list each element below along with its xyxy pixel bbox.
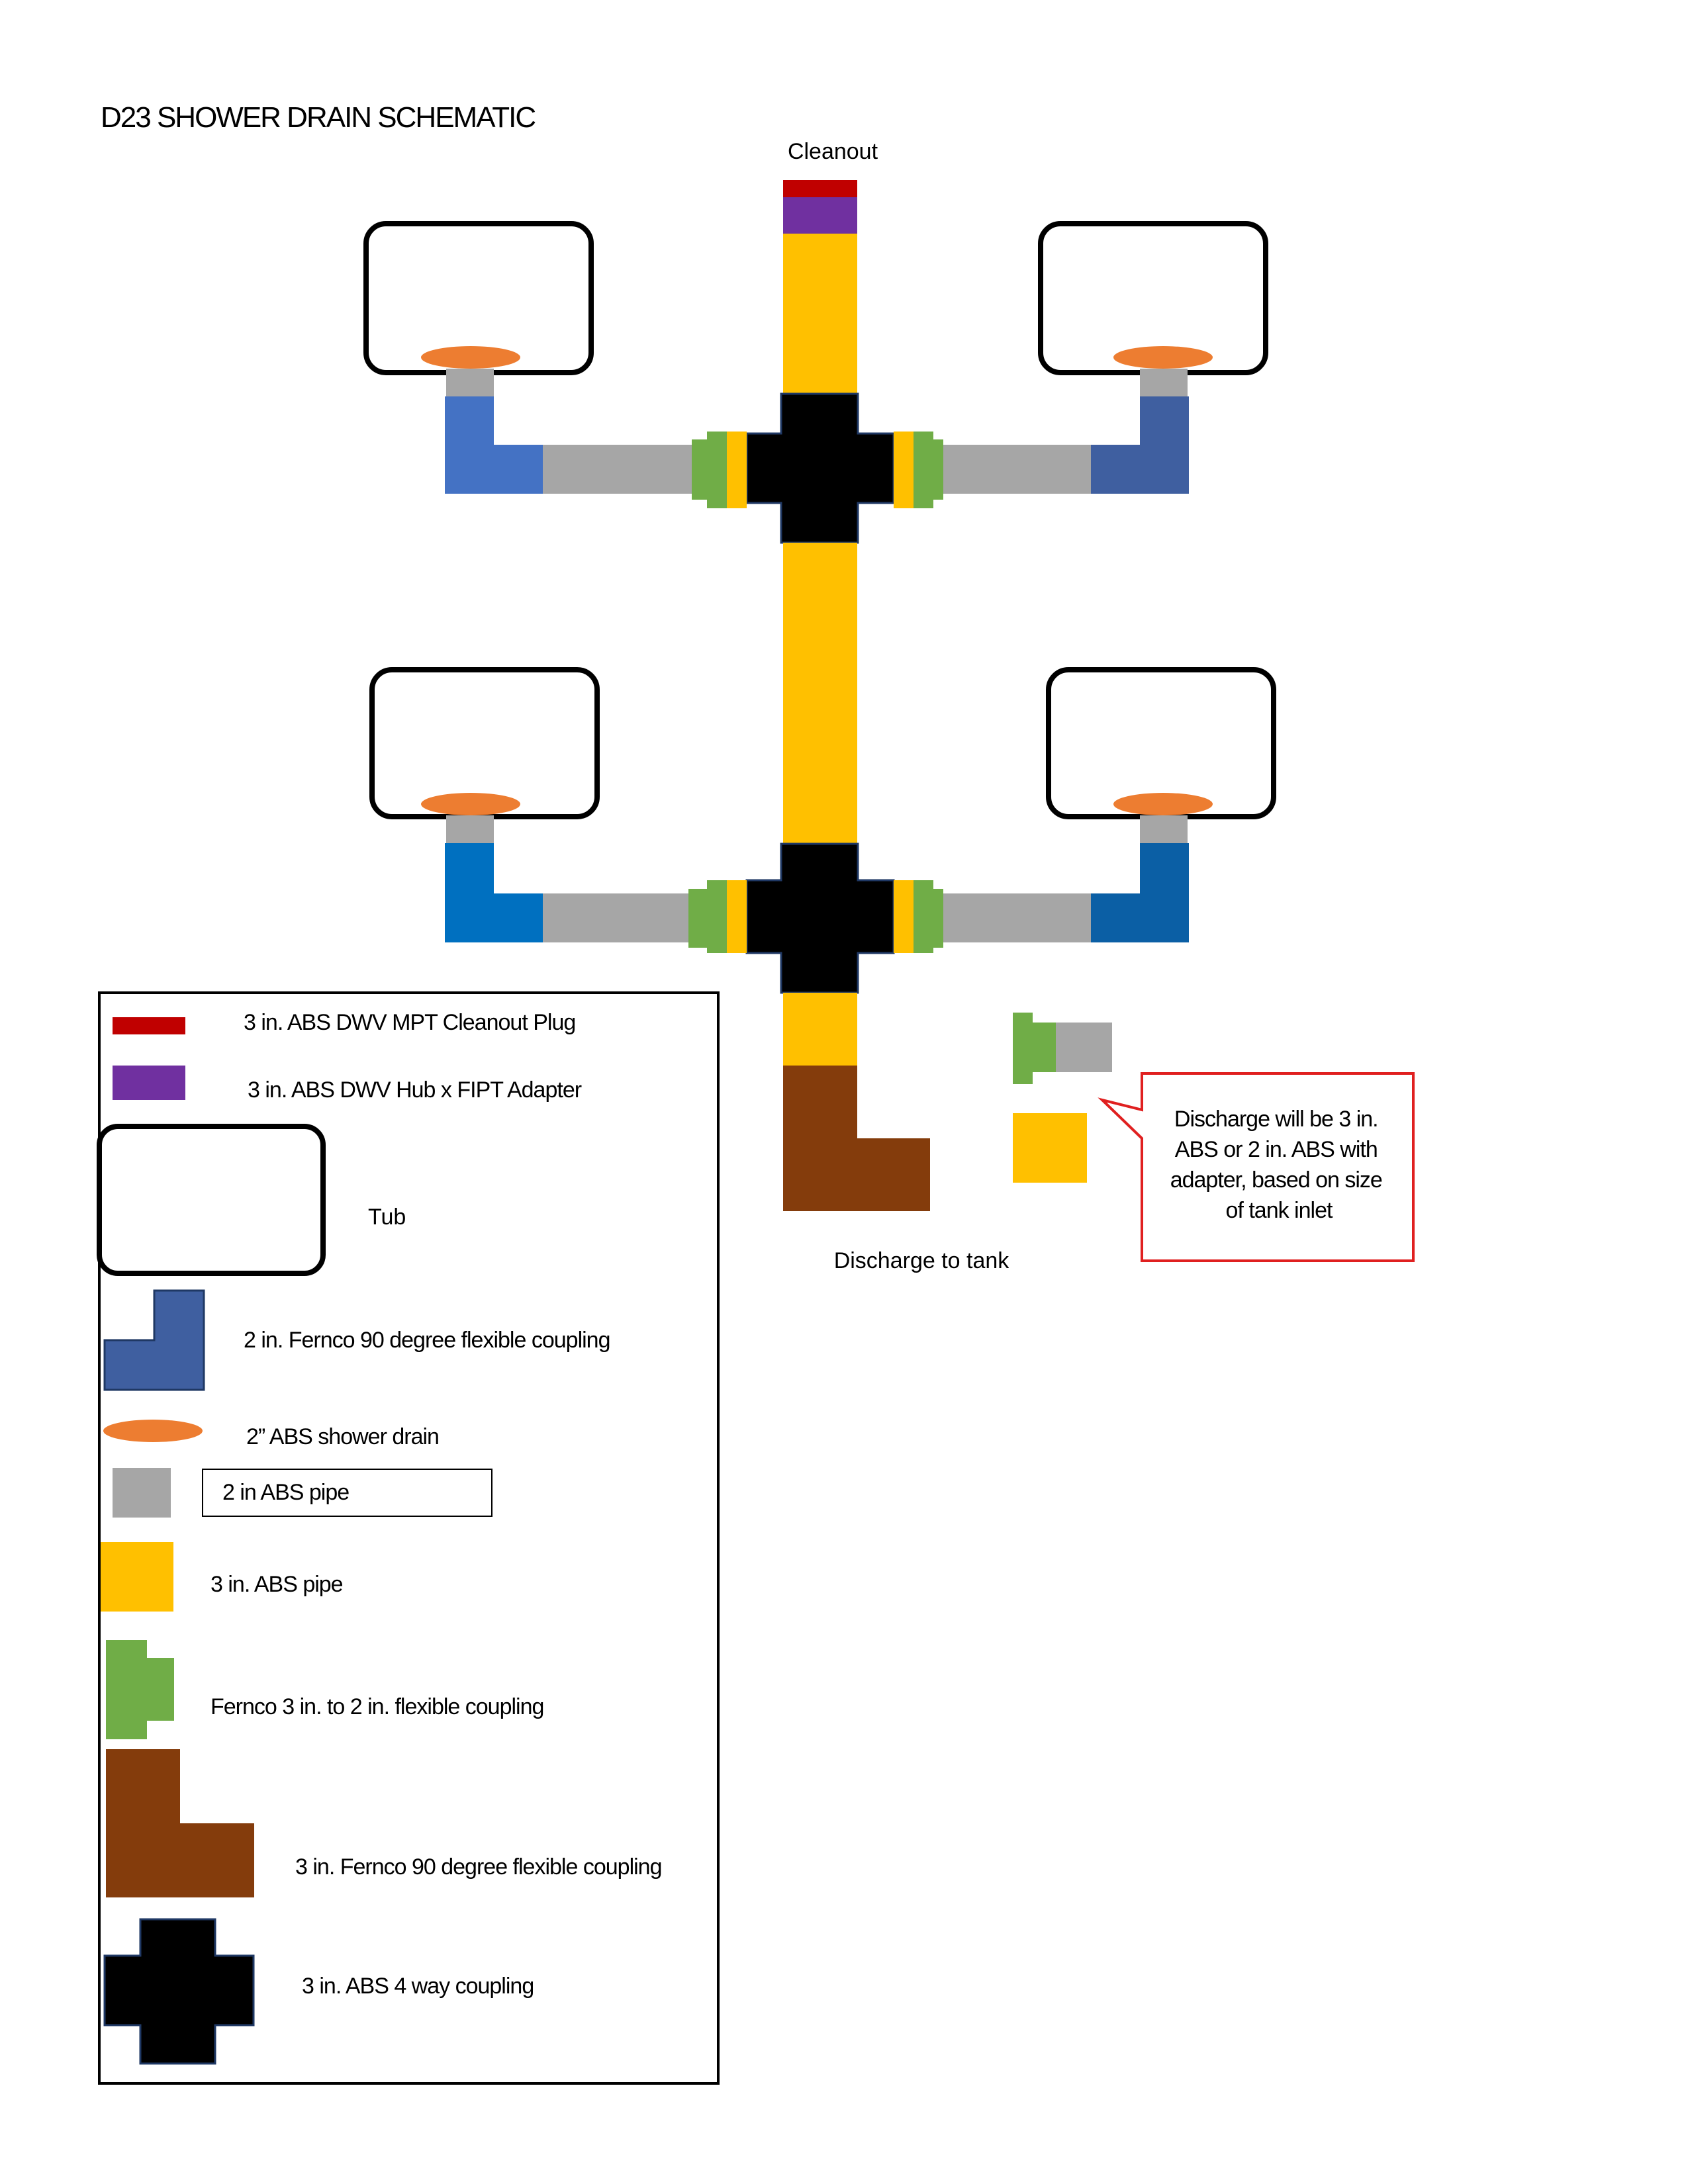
callout-line-2: ABS or 2 in. ABS with: [1175, 1137, 1378, 1162]
pipe-2in-stub-lower-left: [446, 815, 494, 843]
pipe-2in-stub-lower-right: [1140, 815, 1188, 843]
legend-swatch-fernco-90-3in: [106, 1749, 254, 1897]
shower-drain-lower-right: [1113, 793, 1213, 815]
pipe-2in-run-upper-right: [943, 445, 1091, 494]
legend-swatch-fernco-90-2in: [103, 1289, 205, 1391]
fernco-90-2in-lower-right: [1091, 843, 1189, 942]
fernco-90-2in-lower-left: [445, 843, 543, 942]
legend-swatch-hub-adapter: [113, 1066, 185, 1100]
shower-drain-lower-left: [421, 793, 520, 815]
legend-label-box-pipe-2in: [202, 1469, 492, 1517]
band-3in-lower-left: [727, 880, 747, 953]
callout-line-1: Discharge will be 3 in.: [1174, 1107, 1378, 1132]
shower-drain-upper-right: [1113, 346, 1213, 369]
pipe-2in-run-lower-left: [543, 893, 688, 942]
legend-label-cleanout-plug: 3 in. ABS DWV MPT Cleanout Plug: [244, 1010, 575, 1035]
legend-swatch-cleanout-plug: [113, 1017, 185, 1034]
legend-label-hub-adapter: 3 in. ABS DWV Hub x FIPT Adapter: [248, 1077, 582, 1103]
band-3in-upper-left: [727, 432, 747, 508]
pipe-2in-run-lower-right: [943, 893, 1091, 942]
discharge-label: Discharge to tank: [834, 1248, 1010, 1273]
fernco-3to2-upper-left: [692, 432, 727, 508]
pipe-2in-stub-upper-right: [1140, 369, 1188, 396]
legend-label-fernco-90-2in: 2 in. Fernco 90 degree flexible coupling: [244, 1328, 610, 1353]
fernco-3to2-lower-left: [688, 880, 727, 953]
four-way-coupling-lower: [745, 842, 895, 994]
pipe-3in-bottom: [783, 993, 857, 1066]
legend-swatch-tub: [97, 1124, 326, 1276]
page-title: D23 SHOWER DRAIN SCHEMATIC: [101, 101, 536, 134]
discharge-option-pipe-2in: [1056, 1023, 1112, 1072]
fernco-90-2in-upper-left: [445, 396, 543, 494]
band-3in-upper-right: [894, 432, 914, 508]
pipe-2in-run-upper-left: [543, 445, 692, 494]
callout-box: [1098, 1072, 1415, 1262]
band-3in-lower-right: [894, 880, 914, 953]
pipe-3in-top: [783, 234, 857, 394]
legend-label-pipe-2in: 2 in ABS pipe: [222, 1480, 349, 1505]
four-way-coupling-upper: [745, 392, 895, 544]
discharge-option-fernco-3to2: [1013, 1013, 1056, 1084]
fernco-90-3in-discharge: [783, 1066, 930, 1211]
legend-label-tub: Tub: [368, 1205, 406, 1230]
legend-swatch-shower-drain: [103, 1420, 203, 1442]
cleanout-plug: [783, 180, 857, 197]
discharge-option-pipe-3in: [1013, 1113, 1087, 1183]
shower-drain-upper-left: [421, 346, 520, 369]
legend-label-four-way: 3 in. ABS 4 way coupling: [302, 1974, 534, 1999]
legend-label-fernco-3to2: Fernco 3 in. to 2 in. flexible coupling: [211, 1694, 543, 1719]
legend-swatch-fernco-3to2: [106, 1640, 174, 1739]
fernco-3to2-upper-right: [914, 432, 943, 508]
legend-swatch-pipe-3in: [101, 1542, 173, 1612]
fernco-3to2-lower-right: [914, 880, 943, 953]
callout-line-4: of tank inlet: [1226, 1198, 1333, 1223]
legend-label-shower-drain: 2” ABS shower drain: [246, 1424, 439, 1449]
callout-line-3: adapter, based on size: [1170, 1167, 1382, 1193]
legend-swatch-four-way: [103, 1918, 255, 2065]
legend-label-fernco-90-3in: 3 in. Fernco 90 degree flexible coupling: [295, 1854, 662, 1880]
legend-label-pipe-3in: 3 in. ABS pipe: [211, 1572, 343, 1597]
legend-swatch-pipe-2in: [113, 1468, 171, 1518]
hub-adapter: [783, 197, 857, 234]
pipe-2in-stub-upper-left: [446, 369, 494, 396]
callout-text: Discharge will be 3 in. ABS or 2 in. ABS…: [1170, 1107, 1388, 1223]
cleanout-label: Cleanout: [788, 139, 878, 164]
fernco-90-2in-upper-right: [1091, 396, 1189, 494]
pipe-3in-middle: [783, 543, 857, 844]
